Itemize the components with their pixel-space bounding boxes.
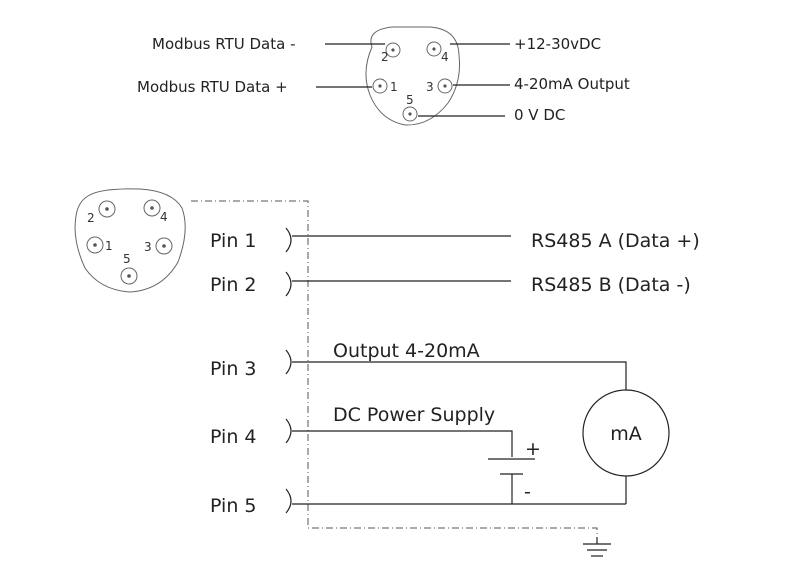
pin-2-label: Pin 2 <box>210 274 257 296</box>
battery-minus-label: - <box>524 481 531 503</box>
label-modbus-data-plus: Modbus RTU Data + <box>137 78 288 96</box>
battery-plus-label: + <box>525 438 541 460</box>
label-output-4-20ma: Output 4-20mA <box>333 340 480 362</box>
label-supply-voltage: +12-30vDC <box>514 35 601 53</box>
top-pin-1: 1 <box>372 78 398 94</box>
top-connector-housing <box>365 26 460 126</box>
pin-2-terminal <box>285 271 292 297</box>
label-4-20ma-output: 4-20mA Output <box>514 75 630 93</box>
svg-text:3: 3 <box>144 240 152 254</box>
label-rs485-b: RS485 B (Data -) <box>531 274 691 296</box>
top-pin-3: 3 <box>426 78 453 94</box>
label-rs485-a: RS485 A (Data +) <box>531 230 700 252</box>
wire-dc-supply <box>292 430 513 457</box>
milliammeter-label: mA <box>610 423 642 445</box>
device-enclosure-outline <box>191 200 598 537</box>
svg-text:5: 5 <box>406 93 414 107</box>
bottom-pin-4: 4 <box>143 199 168 224</box>
svg-text:2: 2 <box>87 211 95 225</box>
bottom-pin-2: 2 <box>87 200 116 225</box>
battery-symbol <box>488 458 535 504</box>
svg-text:3: 3 <box>426 80 434 94</box>
pin-1-terminal <box>285 227 292 253</box>
bottom-connector-housing <box>74 188 186 293</box>
wire-output-4-20ma <box>292 361 627 390</box>
label-dc-power-supply: DC Power Supply <box>333 404 495 426</box>
top-connector: 2 4 1 3 5 Modbus RTU Data - Modbus RTU D… <box>137 26 630 126</box>
svg-text:4: 4 <box>160 210 168 224</box>
bottom-pin-1: 1 <box>86 236 113 254</box>
bottom-connector: 2 4 1 3 5 <box>74 188 186 293</box>
label-modbus-data-minus: Modbus RTU Data - <box>152 35 296 53</box>
label-0v-dc: 0 V DC <box>514 106 565 124</box>
top-pin-4: 4 <box>426 41 449 64</box>
ground-icon <box>583 537 611 557</box>
svg-text:4: 4 <box>441 50 449 64</box>
svg-text:1: 1 <box>105 239 113 253</box>
pin-4-terminal <box>285 418 292 444</box>
top-pin-5: 5 <box>402 93 418 122</box>
pin-3-label: Pin 3 <box>210 358 257 380</box>
svg-text:2: 2 <box>381 50 389 64</box>
pin-3-terminal <box>285 349 292 375</box>
svg-text:5: 5 <box>123 252 131 266</box>
pin-5-terminal <box>285 488 292 514</box>
bottom-pin-3: 3 <box>144 237 173 255</box>
bottom-pin-5: 5 <box>120 252 138 285</box>
top-pin-2: 2 <box>381 42 401 64</box>
pin-4-label: Pin 4 <box>210 426 257 448</box>
svg-text:1: 1 <box>390 80 398 94</box>
pin-5-label: Pin 5 <box>210 495 257 517</box>
pin-1-label: Pin 1 <box>210 230 257 252</box>
